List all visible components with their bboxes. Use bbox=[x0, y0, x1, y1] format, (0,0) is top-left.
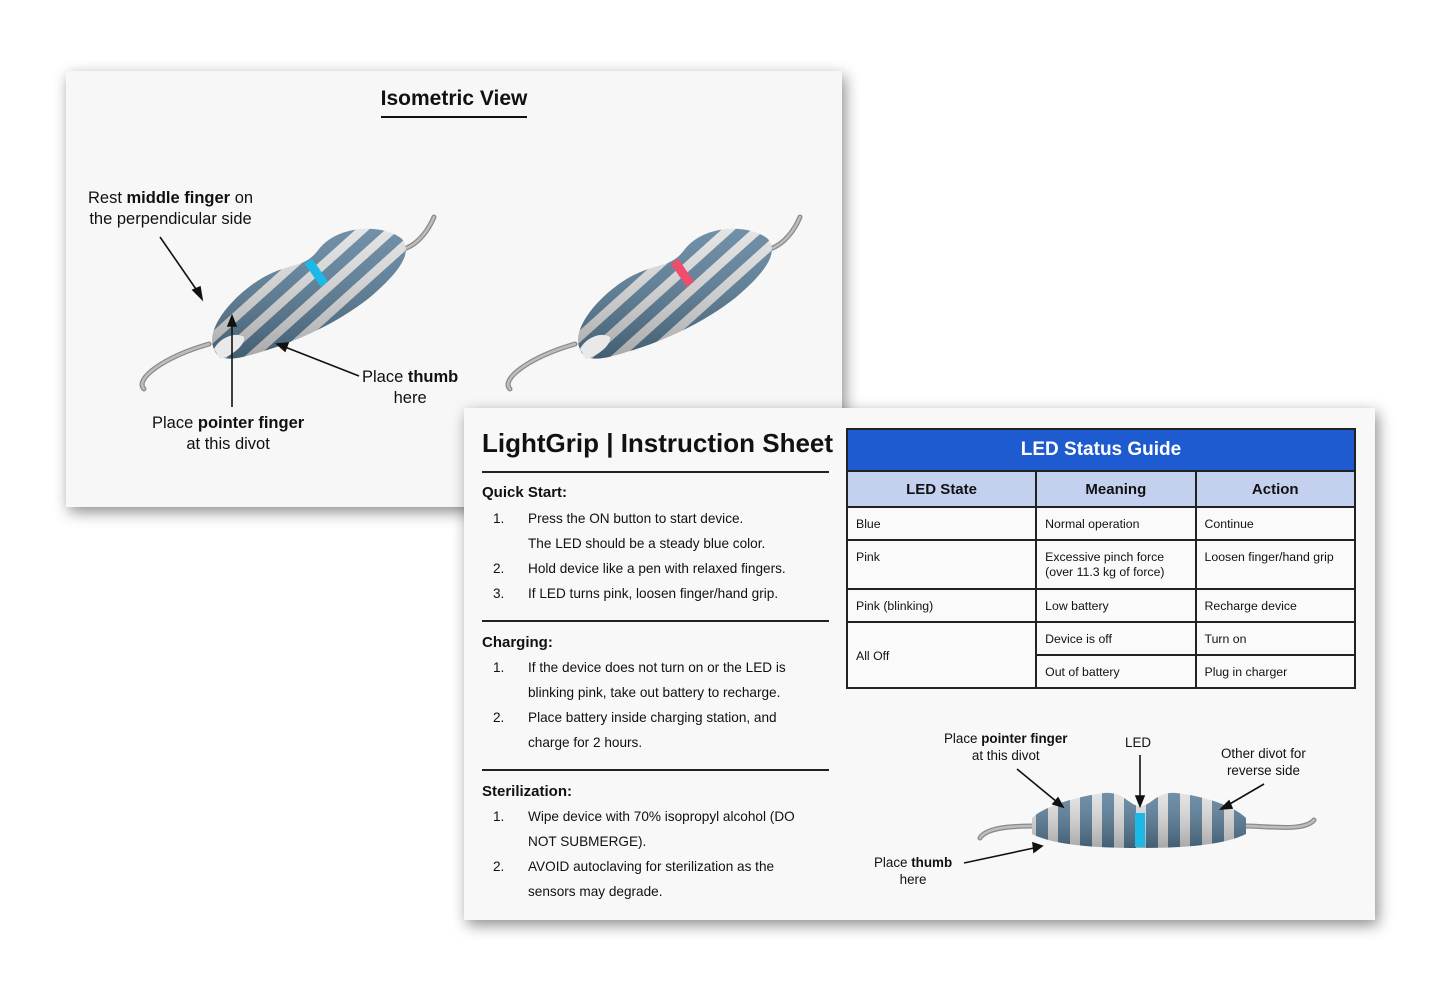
list-item: 1.Wipe device with 70% isopropyl alcohol… bbox=[493, 809, 795, 849]
grip-device-left bbox=[142, 217, 434, 389]
led-indicator-blue bbox=[304, 258, 329, 287]
section-divider bbox=[482, 769, 829, 771]
led-indicator-blue bbox=[1135, 813, 1145, 847]
callout-middle-finger: Rest middle finger on the perpendicular … bbox=[88, 189, 254, 228]
list-item: 2.Place battery inside charging station,… bbox=[493, 710, 777, 750]
callout-pointer-finger: Place pointer finger at this divot bbox=[152, 414, 305, 453]
column-header: Action bbox=[1194, 470, 1357, 508]
instruction-sheet-card: LightGrip | Instruction Sheet Quick Star… bbox=[464, 408, 1375, 920]
column-header: Meaning bbox=[1035, 470, 1197, 508]
column-header: LED State bbox=[845, 470, 1038, 508]
table-row: All Off Device is off Turn on bbox=[845, 621, 1357, 689]
callout-side-pointer-finger: Place pointer finger at this divot bbox=[944, 731, 1068, 763]
isometric-view-title: Isometric View bbox=[66, 87, 842, 118]
section-heading-quick-start: Quick Start: bbox=[482, 484, 568, 501]
side-view-illustration bbox=[963, 755, 1317, 864]
callout-side-thumb: Place thumb here bbox=[874, 855, 953, 887]
table-row: Blue Normal operation Continue bbox=[845, 506, 1357, 541]
isometric-view-card: Isometric View Rest middle finger on the… bbox=[66, 71, 842, 507]
section-heading-sterilization: Sterilization: bbox=[482, 783, 573, 800]
title-divider bbox=[482, 471, 829, 473]
grip-device-side bbox=[977, 792, 1317, 848]
callout-other-divot: Other divot for reverse side bbox=[1221, 746, 1306, 778]
section-heading-charging: Charging: bbox=[482, 634, 553, 651]
isometric-illustration bbox=[66, 71, 842, 407]
table-row: Pink (blinking) Low battery Recharge dev… bbox=[845, 588, 1357, 623]
grip-device-right bbox=[508, 217, 800, 389]
list-item: 3.If LED turns pink, loosen finger/hand … bbox=[493, 586, 779, 601]
led-status-table: LED Status Guide LED State Meaning Actio… bbox=[845, 428, 1357, 689]
list-item: 1.Press the ON button to start device.Th… bbox=[493, 511, 766, 551]
led-indicator-pink bbox=[670, 258, 695, 287]
callout-thumb: Place thumb here bbox=[362, 368, 459, 407]
led-guide-title: LED Status Guide bbox=[846, 428, 1356, 472]
table-row: Pink Excessive pinch force(over 11.3 kg … bbox=[845, 539, 1357, 590]
section-divider bbox=[482, 620, 829, 622]
list-item: 2.Hold device like a pen with relaxed fi… bbox=[493, 561, 786, 576]
list-item: 2.AVOID autoclaving for sterilization as… bbox=[493, 859, 775, 899]
charging-steps: 1.If the device does not turn on or the … bbox=[482, 655, 832, 755]
sterilization-steps: 1.Wipe device with 70% isopropyl alcohol… bbox=[482, 804, 832, 904]
callout-led: LED bbox=[1125, 735, 1152, 750]
list-item: 1.If the device does not turn on or the … bbox=[493, 660, 786, 700]
quick-start-steps: 1.Press the ON button to start device.Th… bbox=[482, 506, 832, 606]
table-row: Out of battery Plug in charger bbox=[847, 654, 1357, 689]
sheet-title: LightGrip | Instruction Sheet bbox=[482, 428, 834, 458]
